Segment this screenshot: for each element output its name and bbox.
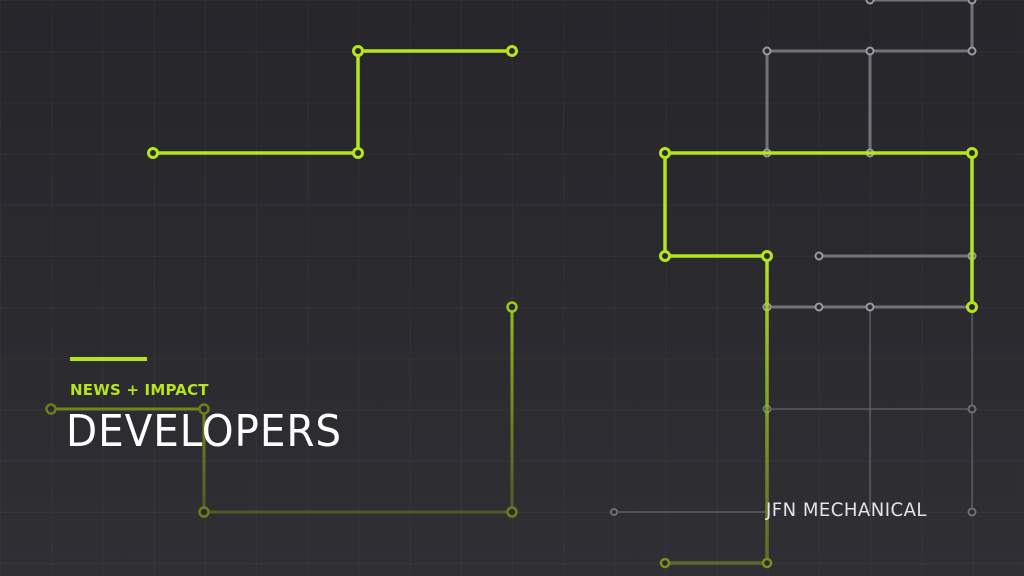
- eyebrow-label: NEWS + IMPACT: [70, 381, 209, 399]
- green-circuit-top: [153, 49, 512, 155]
- green-nodes-top: [147, 45, 518, 159]
- gray-circuit-faint: [614, 256, 973, 513]
- gray-circuit-nodes: [762, 0, 977, 312]
- green-nodes-right: [659, 147, 978, 313]
- green-nodes-bottom: [506, 301, 518, 313]
- page-title: DEVELOPERS: [66, 406, 342, 457]
- green-nodes-right-faint: [659, 557, 773, 569]
- brand-name: JFN MECHANICAL: [766, 499, 927, 521]
- accent-bar: [70, 357, 147, 361]
- green-nodes-bottom-faint: [45, 403, 518, 518]
- green-circuit-right-tail: [665, 256, 769, 565]
- green-circuit-right: [663, 151, 974, 307]
